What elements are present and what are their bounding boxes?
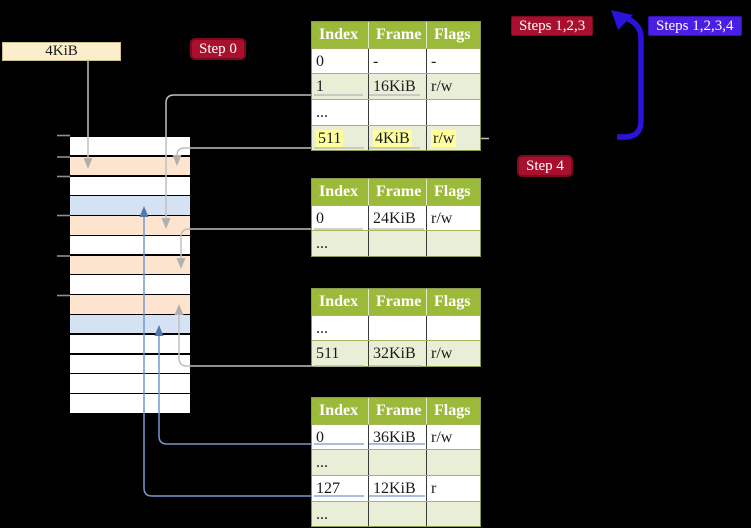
index-cell: ... xyxy=(316,505,328,523)
memory-frame-row xyxy=(70,295,190,314)
frame-cell: 24KiB xyxy=(368,205,426,231)
header-cell: Frame xyxy=(368,398,426,424)
index-cell: ... xyxy=(316,454,328,472)
memory-frame-row xyxy=(70,334,190,354)
highlighted-value: 511 xyxy=(316,129,344,147)
highlighted-value: r/w xyxy=(431,129,457,147)
frame-cell xyxy=(368,315,426,341)
flags-cell xyxy=(426,315,480,341)
frame-cell: 32KiB xyxy=(368,341,426,367)
header-cell: Flags xyxy=(426,289,480,315)
flags-cell: r/w xyxy=(426,424,480,450)
index-cell: ... xyxy=(316,104,328,122)
index-cell: 511 xyxy=(316,345,340,363)
frame-cell: - xyxy=(368,48,426,74)
index-cell: 511 xyxy=(312,126,368,151)
recursive-loop-arrow xyxy=(611,10,644,140)
header-cell: Flags xyxy=(426,398,480,424)
flags-cell: r/w xyxy=(426,74,480,100)
memory-frame-row xyxy=(70,354,190,373)
memory-frame-row xyxy=(70,196,190,215)
flags-cell: r/w xyxy=(426,341,480,367)
header-cell: Index xyxy=(319,402,359,419)
frame-size-label: 4KiB xyxy=(2,42,121,61)
header-cell: Flags xyxy=(426,179,480,205)
page-table-row: 0 -- xyxy=(312,47,480,74)
badge-step-4: Step 4 xyxy=(517,155,573,177)
frame-cell: 16KiB xyxy=(368,74,426,100)
memory-frame-row xyxy=(70,374,190,393)
frame-cell: 4KiB xyxy=(368,125,426,151)
header-cell: Frame xyxy=(368,179,426,205)
badge-step-0: Step 0 xyxy=(190,38,246,60)
page-table-row: ... xyxy=(312,99,480,125)
header-cell: Index xyxy=(319,293,359,310)
arrow-t3e511-to-32kib xyxy=(178,315,311,367)
frame-cell xyxy=(368,501,426,527)
frame-cell xyxy=(368,100,426,125)
arrow-t2e0-to-24kib xyxy=(180,228,311,258)
header-cell: Frame xyxy=(368,22,426,48)
page-table-row: 511 4KiB r/w xyxy=(312,124,480,151)
page-table-row: ... xyxy=(312,500,480,527)
index-cell: 127 xyxy=(316,480,340,498)
flags-cell xyxy=(426,231,480,257)
frame-cell xyxy=(368,231,426,257)
memory-strip xyxy=(70,137,190,414)
header-cell: Index xyxy=(319,183,359,200)
memory-frame-row xyxy=(70,275,190,294)
header-cell: Flags xyxy=(426,22,480,48)
arrow-t1e511-to-4kib xyxy=(176,147,311,156)
index-cell: 0 xyxy=(316,209,324,227)
memory-frame-row xyxy=(70,216,190,235)
page-table-row: ... xyxy=(312,230,480,257)
memory-frame-row xyxy=(70,394,190,413)
flags-cell: - xyxy=(426,48,480,74)
frame-cell: 12KiB xyxy=(368,476,426,501)
flags-cell: r/w xyxy=(426,205,480,231)
flags-cell xyxy=(426,501,480,527)
memory-frame-row xyxy=(70,235,190,255)
index-cell: ... xyxy=(316,235,328,253)
header-cell: Index xyxy=(319,26,359,43)
memory-frame-row xyxy=(70,156,190,176)
badge-steps-1-2-3-4: Steps 1,2,3,4 xyxy=(648,16,742,36)
highlighted-value: 4KiB xyxy=(373,129,412,147)
memory-frame-row xyxy=(70,255,190,275)
flags-cell xyxy=(426,100,480,125)
frame-cell: 36KiB xyxy=(368,424,426,450)
index-cell: ... xyxy=(316,319,328,337)
memory-frame-row xyxy=(70,315,190,334)
memory-frame-row xyxy=(70,137,190,156)
page-table-row: ... xyxy=(312,449,480,476)
index-cell: 0 xyxy=(316,428,324,446)
frame-cell xyxy=(368,450,426,476)
flags-cell: r xyxy=(426,476,480,501)
index-cell: 0 xyxy=(316,52,324,70)
strip-tick-marks xyxy=(57,134,70,297)
flags-cell: r/w xyxy=(426,125,480,151)
badge-steps-1-2-3: Steps 1,2,3 xyxy=(511,16,594,36)
flags-cell xyxy=(426,450,480,476)
index-cell: 1 xyxy=(316,78,324,96)
memory-frame-row xyxy=(70,176,190,195)
page-table-row: ... xyxy=(312,314,480,341)
header-cell: Frame xyxy=(368,289,426,315)
